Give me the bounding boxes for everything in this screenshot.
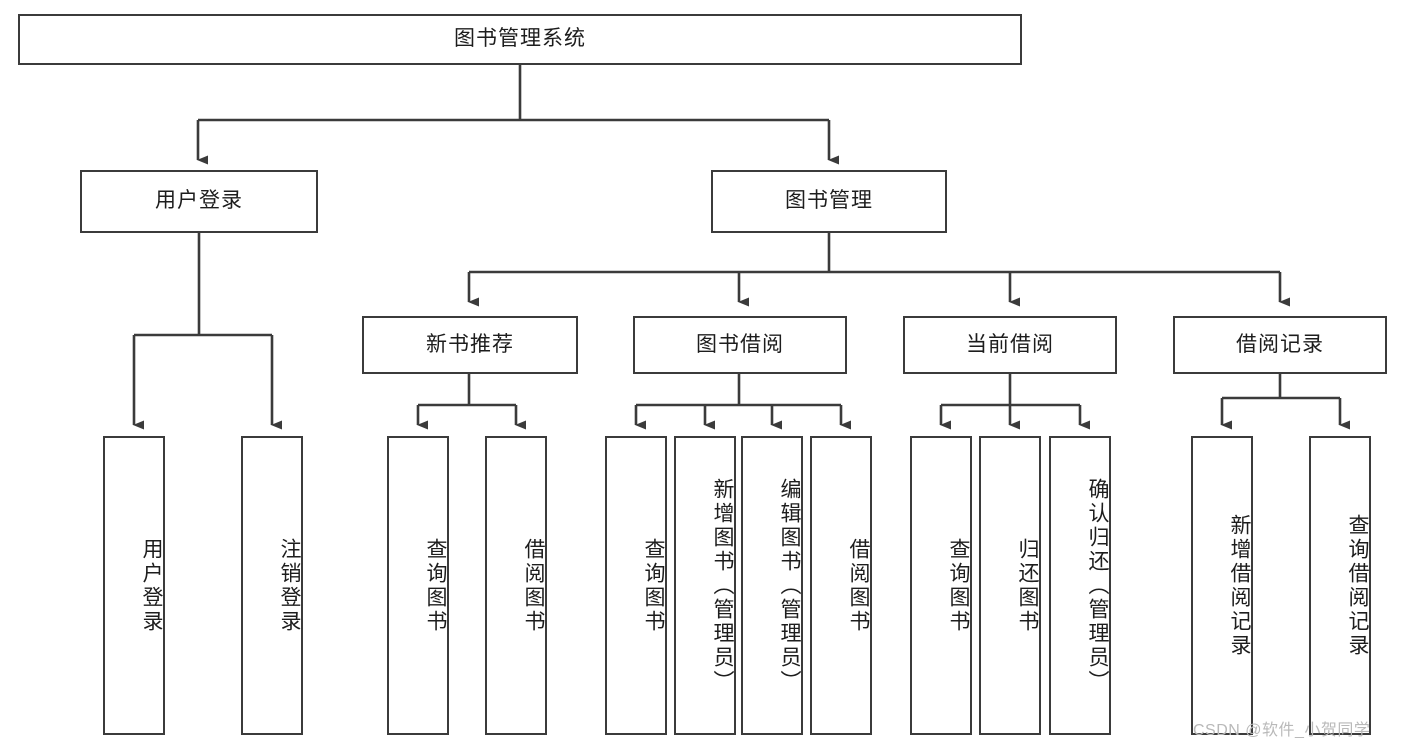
node-label: 借阅图书 [522, 537, 545, 634]
node-label: 用户登录 [140, 537, 163, 634]
node-label: 查询图书 [424, 537, 447, 634]
node-label: 新增借阅记录 [1228, 513, 1251, 658]
watermark-text: CSDN @软件_小贺同学 [1193, 722, 1371, 739]
leaf-currentborrow-query-book[interactable]: 查询图书 [910, 436, 972, 735]
node-label: 新书推荐 [426, 332, 514, 356]
leaf-currentborrow-return-book[interactable]: 归还图书 [979, 436, 1041, 735]
leaf-user-login[interactable]: 用户登录 [103, 436, 165, 735]
node-label: 当前借阅 [966, 332, 1054, 356]
node-label: 借阅图书 [847, 537, 870, 634]
node-label: 图书管理系统 [454, 27, 586, 51]
leaf-logout[interactable]: 注销登录 [241, 436, 303, 735]
node-label: 编辑图书（管理员） [778, 477, 801, 694]
node-label: 借阅记录 [1236, 332, 1324, 356]
node-user-login[interactable]: 用户登录 [80, 170, 318, 233]
node-new-book-recommend[interactable]: 新书推荐 [362, 316, 578, 374]
leaf-borrowrecord-add-record[interactable]: 新增借阅记录 [1191, 436, 1253, 735]
node-label: 新增图书（管理员） [711, 477, 734, 694]
leaf-bookborrow-borrow-book[interactable]: 借阅图书 [810, 436, 872, 735]
node-label: 查询借阅记录 [1346, 513, 1369, 658]
node-label: 查询图书 [642, 537, 665, 634]
node-current-borrow[interactable]: 当前借阅 [903, 316, 1117, 374]
node-root-library-system[interactable]: 图书管理系统 [18, 14, 1022, 65]
node-label: 查询图书 [947, 537, 970, 634]
node-label: 确认归还（管理员） [1086, 477, 1109, 694]
leaf-bookborrow-edit-book-admin[interactable]: 编辑图书（管理员） [741, 436, 803, 735]
node-book-management[interactable]: 图书管理 [711, 170, 947, 233]
leaf-bookborrow-add-book-admin[interactable]: 新增图书（管理员） [674, 436, 736, 735]
leaf-borrowrecord-query-record[interactable]: 查询借阅记录 [1309, 436, 1371, 735]
leaf-currentborrow-confirm-return-admin[interactable]: 确认归还（管理员） [1049, 436, 1111, 735]
node-label: 注销登录 [278, 537, 301, 634]
node-label: 归还图书 [1016, 537, 1039, 634]
node-label: 图书借阅 [696, 332, 784, 356]
leaf-newbook-query-book[interactable]: 查询图书 [387, 436, 449, 735]
leaf-newbook-borrow-book[interactable]: 借阅图书 [485, 436, 547, 735]
node-label: 图书管理 [785, 189, 873, 213]
node-borrow-record[interactable]: 借阅记录 [1173, 316, 1387, 374]
node-label: 用户登录 [155, 189, 243, 213]
node-book-borrow[interactable]: 图书借阅 [633, 316, 847, 374]
leaf-bookborrow-query-book[interactable]: 查询图书 [605, 436, 667, 735]
csdn-watermark: CSDN @软件_小贺同学 [1193, 716, 1370, 740]
